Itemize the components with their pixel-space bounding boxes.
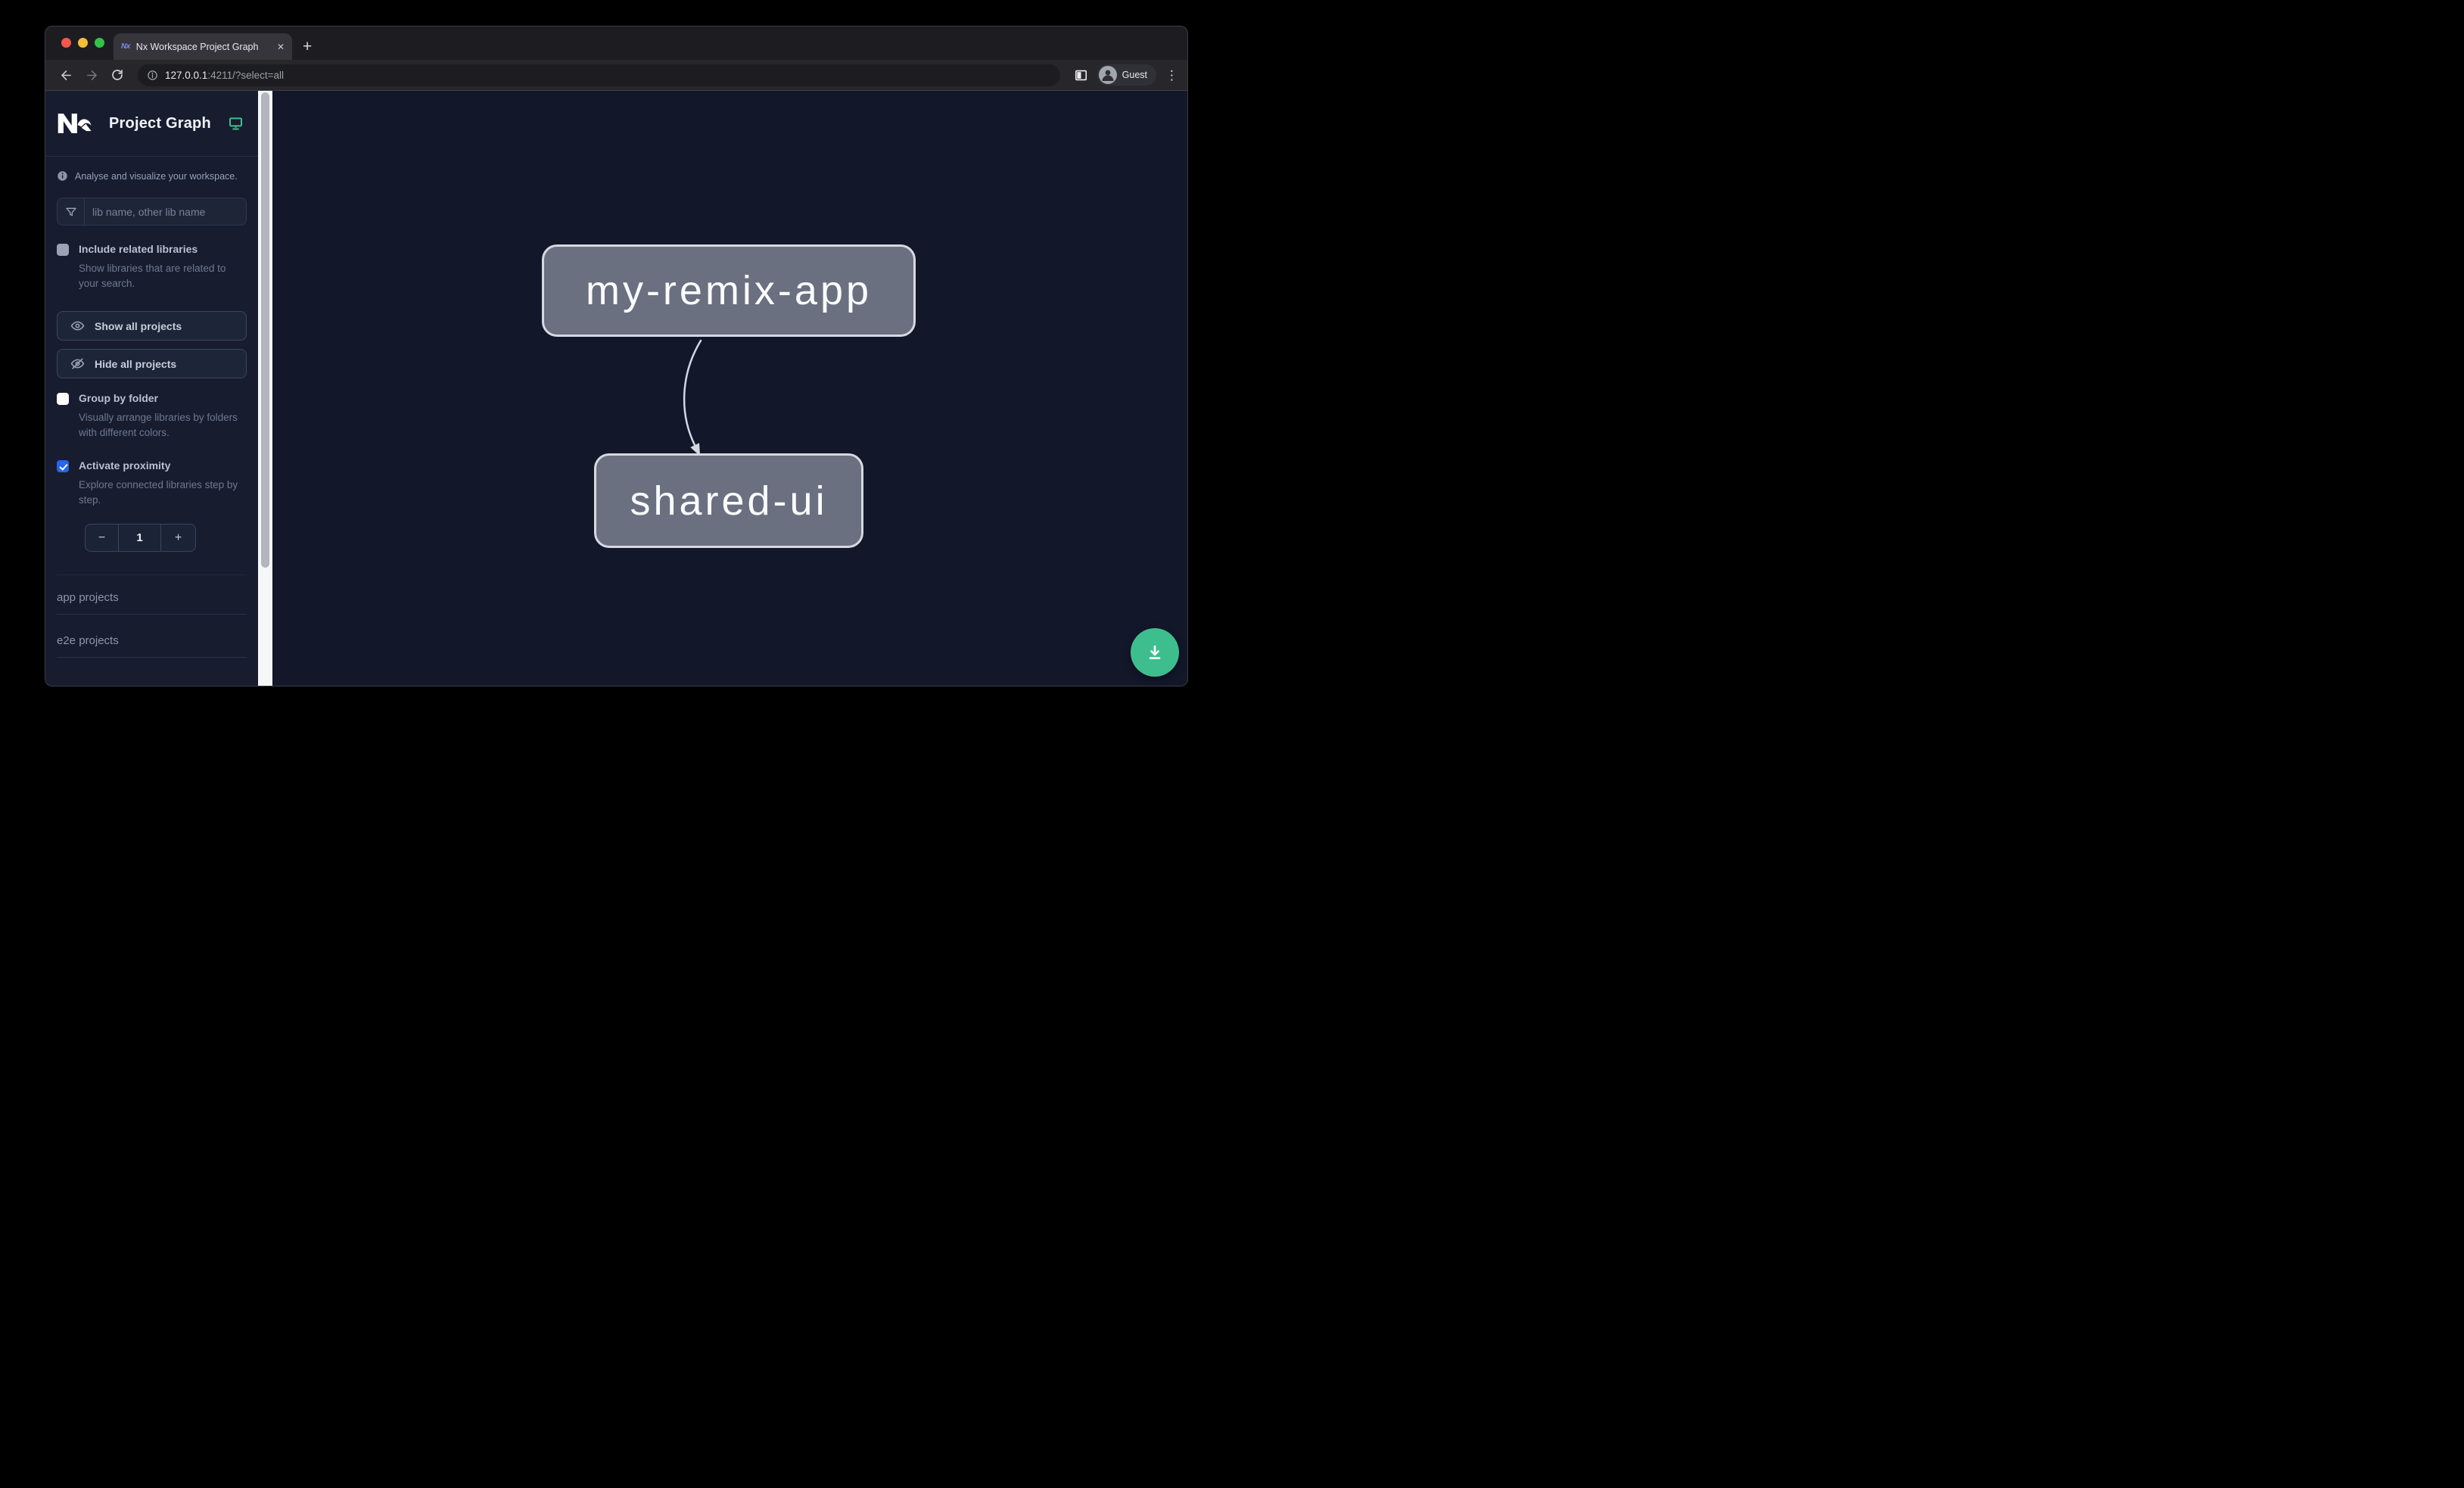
sidebar-header: Project Graph	[45, 91, 258, 157]
download-icon	[1149, 645, 1161, 659]
tab-title: Nx Workspace Project Graph	[135, 41, 259, 52]
sidebar: Project Graph Analyse and visualize your…	[45, 91, 258, 686]
page-title: Project Graph	[109, 114, 211, 132]
sidebar-scrollbar-thumb[interactable]	[261, 92, 269, 568]
nx-favicon-icon: Nx	[121, 42, 130, 51]
profile-label: Guest	[1122, 70, 1147, 80]
include-related-checkbox[interactable]	[57, 244, 69, 256]
option-label[interactable]: Group by folder	[79, 392, 158, 405]
eye-icon	[70, 321, 85, 331]
decrement-button[interactable]: −	[86, 525, 119, 552]
project-actions: Show all projects Hide all projects	[57, 311, 247, 379]
group-by-folder-checkbox[interactable]	[57, 393, 69, 406]
proximity-value[interactable]: 1	[136, 531, 143, 545]
back-button[interactable]	[54, 64, 77, 86]
option-group-by-folder: Group by folder Visually arrange librari…	[57, 391, 247, 440]
info-icon	[58, 171, 67, 181]
window-controls	[61, 38, 104, 48]
node-label: shared-ui	[630, 478, 828, 524]
activate-proximity-checkbox[interactable]	[57, 460, 69, 473]
sidebar-body: Analyse and visualize your workspace. In…	[45, 157, 258, 658]
option-description: Visually arrange libraries by folders wi…	[79, 411, 238, 438]
graph-node-my-remix-app[interactable]: my-remix-app	[542, 244, 916, 337]
tagline-text: Analyse and visualize your workspace.	[75, 170, 238, 182]
eye-off-icon	[70, 358, 85, 369]
increment-button[interactable]: +	[160, 525, 195, 552]
close-window-button[interactable]	[61, 38, 71, 48]
option-label[interactable]: Include related libraries	[79, 243, 198, 255]
site-info-icon[interactable]	[147, 70, 158, 81]
arrow-left-icon	[61, 70, 71, 80]
sidebar-scrollbar-track[interactable]	[258, 91, 272, 686]
option-description: Show libraries that are related to your …	[79, 262, 226, 289]
monitor-icon	[229, 117, 242, 130]
reload-icon	[112, 70, 123, 80]
node-label: my-remix-app	[585, 268, 873, 313]
zoom-window-button[interactable]	[95, 38, 104, 48]
browser-window: Nx Nx Workspace Project Graph ✕ + 127.0.…	[45, 26, 1188, 686]
show-all-projects-button[interactable]: Show all projects	[57, 311, 247, 341]
side-panel-icon[interactable]	[1074, 68, 1088, 82]
option-include-related: Include related libraries Show libraries…	[57, 242, 247, 291]
option-label[interactable]: Activate proximity	[79, 459, 171, 472]
download-image-button[interactable]	[1131, 628, 1179, 677]
forward-button[interactable]	[80, 64, 103, 86]
project-sections: app projects e2e projects	[57, 574, 247, 658]
dependency-edge	[683, 339, 702, 456]
graph-canvas[interactable]: my-remix-app shared-ui	[272, 91, 1187, 686]
avatar-icon	[1098, 66, 1117, 84]
toolbar-right-cluster: Guest ⋮	[1074, 64, 1178, 86]
nx-logo-icon	[58, 114, 92, 133]
option-description: Explore connected libraries step by step…	[79, 478, 238, 506]
tab-strip: Nx Nx Workspace Project Graph ✕ +	[45, 26, 1187, 60]
url-path: :4211/?select=all	[207, 69, 285, 81]
page-content: Project Graph Analyse and visualize your…	[45, 91, 1187, 686]
close-tab-icon[interactable]: ✕	[276, 41, 285, 52]
hide-all-projects-button[interactable]: Hide all projects	[57, 349, 247, 379]
tagline-row: Analyse and visualize your workspace.	[57, 170, 247, 182]
graph-node-shared-ui[interactable]: shared-ui	[594, 453, 863, 548]
url-text: 127.0.0.1:4211/?select=all	[165, 70, 284, 81]
button-label: Show all projects	[95, 319, 182, 332]
profile-button[interactable]: Guest	[1097, 64, 1156, 86]
arrow-right-icon	[86, 70, 97, 80]
search-input[interactable]	[85, 198, 246, 225]
proximity-stepper: − 1 +	[85, 524, 196, 553]
browser-tab[interactable]: Nx Nx Workspace Project Graph ✕	[114, 33, 292, 60]
button-label: Hide all projects	[95, 357, 177, 370]
section-e2e-projects: e2e projects	[57, 615, 247, 658]
browser-toolbar: 127.0.0.1:4211/?select=all Guest ⋮	[45, 60, 1187, 91]
new-tab-button[interactable]: +	[303, 38, 313, 55]
search-box	[57, 198, 247, 226]
menu-icon[interactable]: ⋮	[1165, 67, 1178, 82]
desktop-background: Nx Nx Workspace Project Graph ✕ + 127.0.…	[0, 0, 1232, 744]
section-app-projects: app projects	[57, 575, 247, 615]
reload-button[interactable]	[106, 64, 129, 86]
minimize-window-button[interactable]	[78, 38, 88, 48]
filter-icon	[58, 198, 85, 225]
url-host: 127.0.0.1	[165, 69, 208, 81]
url-bar[interactable]: 127.0.0.1:4211/?select=all	[138, 64, 1060, 86]
option-activate-proximity: Activate proximity Explore connected lib…	[57, 459, 247, 508]
